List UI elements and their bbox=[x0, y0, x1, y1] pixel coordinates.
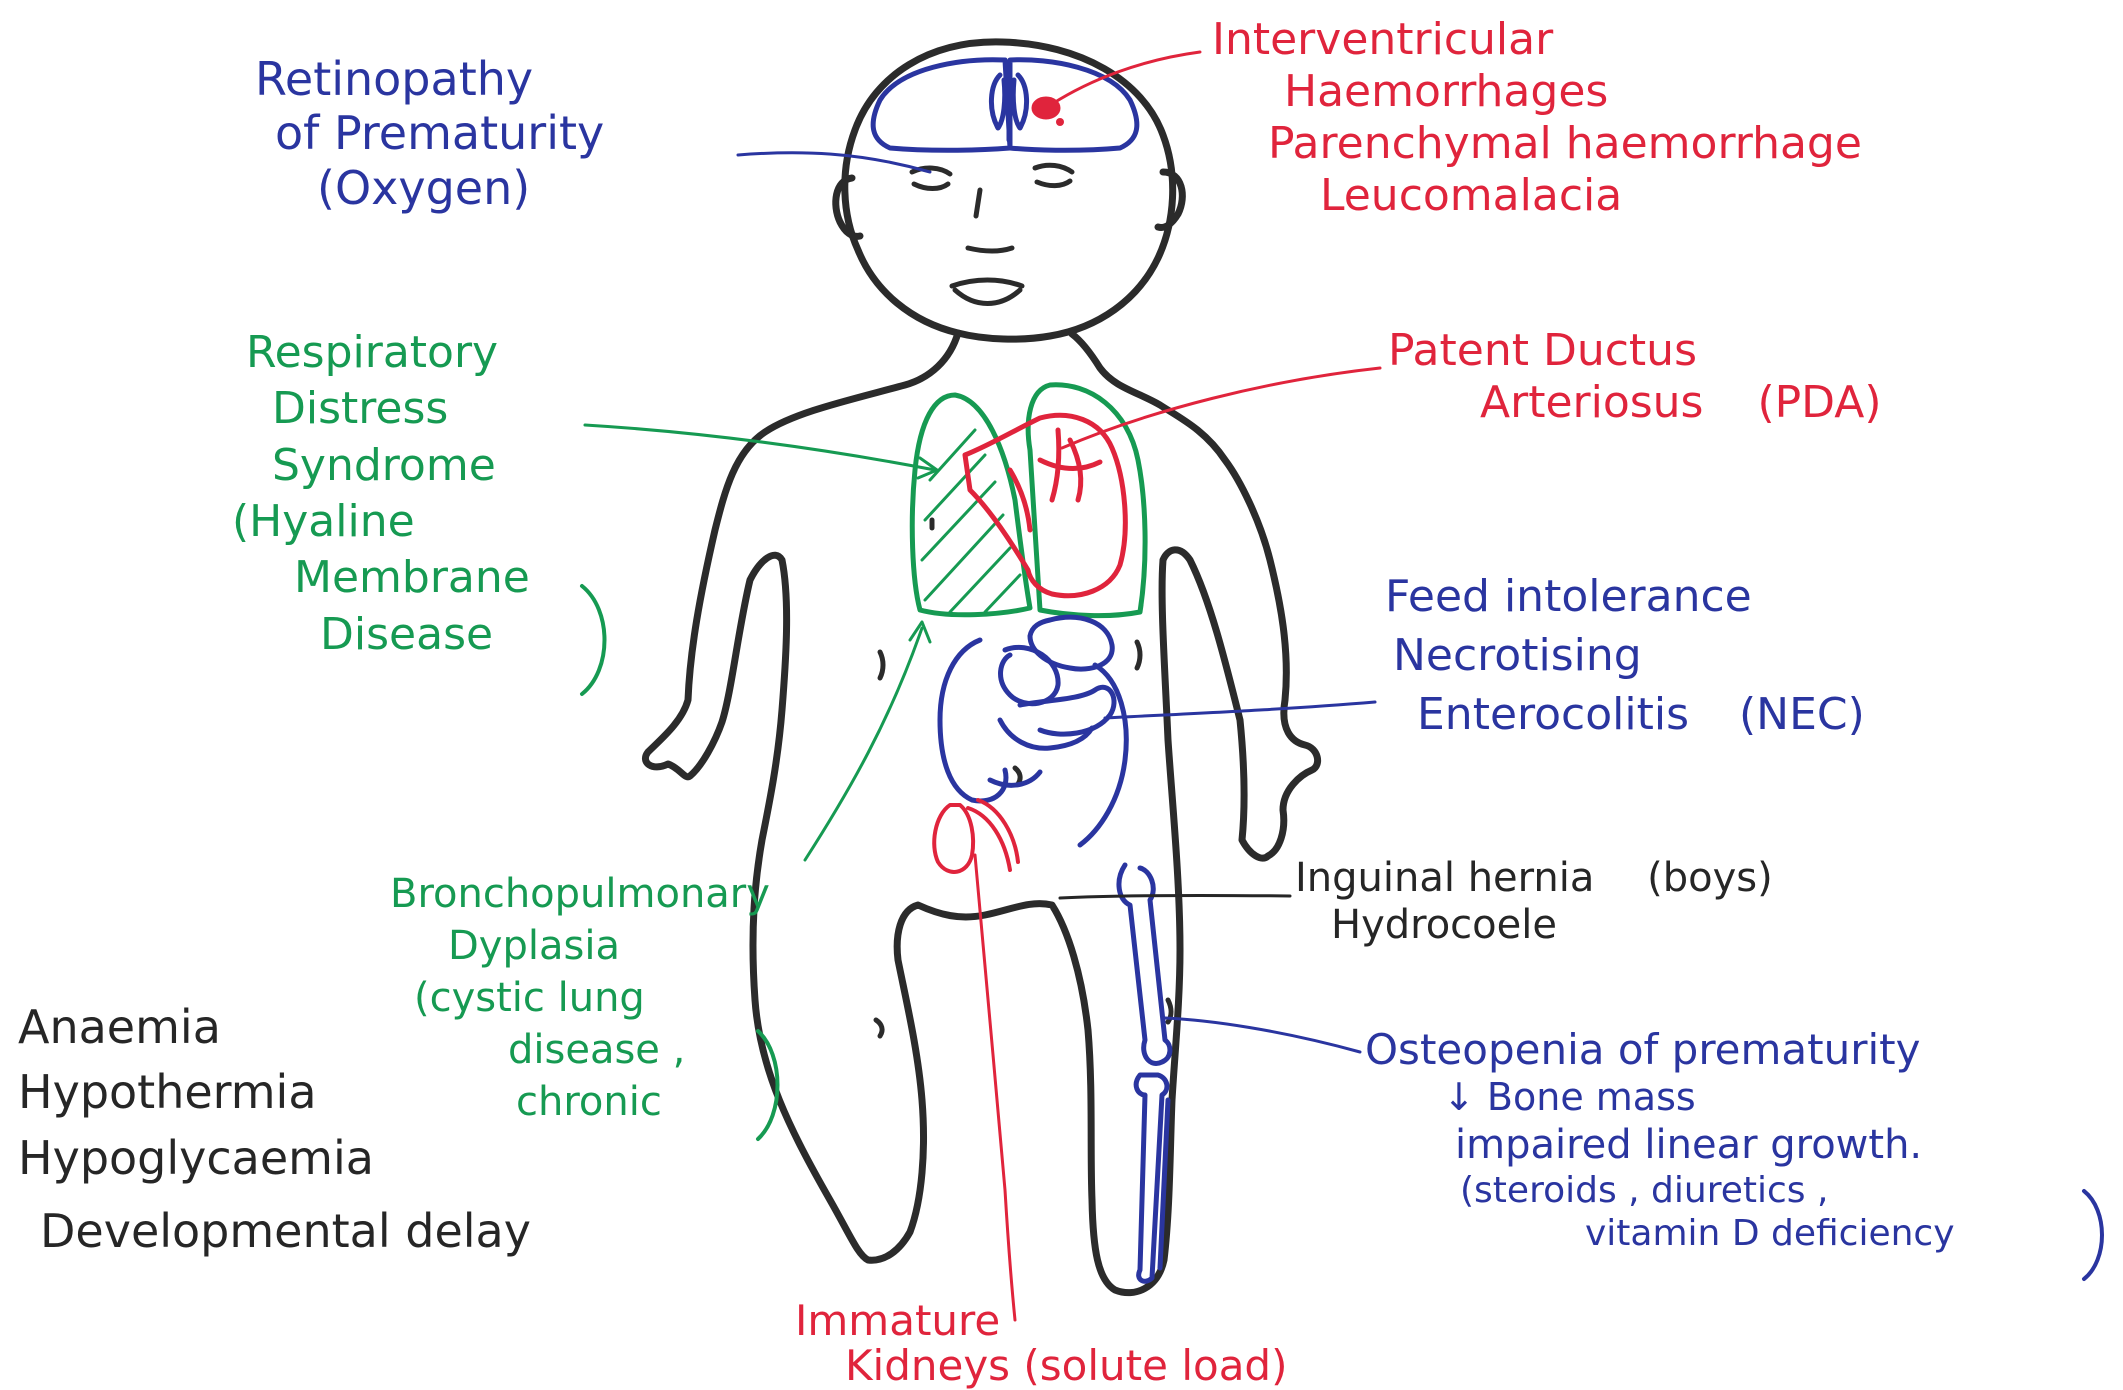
rds-bracket bbox=[572, 580, 632, 700]
hernia-label: Inguinal hernia (boys) Hydrocoele bbox=[1295, 855, 1773, 949]
osteopenia-bracket bbox=[2078, 1185, 2118, 1285]
osteopenia-line-4: (steroids , diuretics , bbox=[1365, 1169, 1955, 1212]
arm-fold-right bbox=[1137, 642, 1140, 668]
pda-abbr: (PDA) bbox=[1717, 377, 1881, 428]
heart-vessel-3 bbox=[1040, 460, 1100, 469]
kidneys-label: Immature Kidneys (solute load) bbox=[795, 1298, 1287, 1389]
nec-line-2: Necrotising bbox=[1385, 627, 1865, 686]
kidney-outline bbox=[934, 805, 973, 872]
mouth-lower bbox=[955, 290, 1020, 304]
rds-line-3: Syndrome bbox=[232, 438, 530, 494]
rds-line-6: Disease bbox=[232, 607, 530, 663]
arm-fold-left bbox=[880, 652, 883, 678]
general-item-developmental-delay: Developmental delay bbox=[18, 1199, 531, 1264]
pda-label: Patent Ductus Arteriosus (PDA) bbox=[1388, 325, 1882, 429]
rds-line-2: Distress bbox=[232, 381, 530, 437]
bpd-bracket bbox=[750, 1025, 800, 1145]
leg-bones bbox=[1119, 865, 1170, 1281]
bpd-line-1: Bronchopulmonary bbox=[390, 868, 770, 920]
brain-left-ventricle bbox=[991, 75, 1004, 128]
rop-label: Retinopathy of Prematurity (Oxygen) bbox=[255, 52, 604, 215]
brain bbox=[873, 60, 1137, 151]
osteopenia-line-2: ↓ Bone mass bbox=[1365, 1075, 1955, 1121]
face bbox=[912, 165, 1072, 303]
haemorrhage-dot bbox=[1056, 118, 1064, 126]
bpd-line-2: Dyplasia bbox=[390, 920, 770, 972]
general-item-anaemia: Anaemia bbox=[18, 995, 531, 1060]
hernia-line-1: Inguinal hernia bbox=[1295, 855, 1594, 901]
hernia-leader bbox=[1060, 895, 1290, 898]
ivh-line-2: Haemorrhages bbox=[1212, 66, 1862, 118]
general-complications-list: Anaemia Hypothermia Hypoglycaemia Develo… bbox=[18, 995, 531, 1264]
rds-label: Respiratory Distress Syndrome (Hyaline M… bbox=[232, 325, 530, 663]
osteopenia-leader bbox=[1165, 1018, 1360, 1052]
kidneys-line-1: Immature bbox=[795, 1298, 1287, 1343]
kidney-leader bbox=[975, 855, 1015, 1320]
small-bowel-2 bbox=[1020, 687, 1114, 734]
nec-line-1: Feed intolerance bbox=[1385, 568, 1865, 627]
rop-line-1: Retinopathy bbox=[255, 52, 604, 106]
right-eye bbox=[1035, 165, 1072, 172]
rds-line-5: Membrane bbox=[232, 550, 530, 606]
hernia-note: (boys) bbox=[1607, 855, 1773, 901]
chin-mark bbox=[968, 248, 1012, 251]
right-eye-lid bbox=[1037, 181, 1070, 186]
general-item-hypoglycaemia: Hypoglycaemia bbox=[18, 1126, 531, 1191]
osteopenia-line-5: vitamin D deficiency bbox=[1365, 1212, 1955, 1255]
pda-line-2: Arteriosus bbox=[1480, 377, 1703, 428]
ivh-line-1: Interventricular bbox=[1212, 14, 1862, 66]
rop-leader bbox=[738, 153, 930, 172]
pda-line-2-row: Arteriosus (PDA) bbox=[1388, 377, 1882, 429]
osteopenia-line-3: impaired linear growth. bbox=[1365, 1121, 1955, 1169]
kidneys-line-2: Kidneys (solute load) bbox=[795, 1343, 1287, 1388]
mouth-upper bbox=[952, 280, 1022, 286]
intestines bbox=[940, 617, 1126, 845]
ivh-line-3: Parenchymal haemorrhage bbox=[1212, 118, 1862, 170]
ivh-line-4: Leucomalacia bbox=[1212, 170, 1862, 222]
bpd-leader bbox=[805, 628, 922, 860]
hernia-line-1-row: Inguinal hernia (boys) bbox=[1295, 855, 1773, 902]
hernia-line-2: Hydrocoele bbox=[1295, 902, 1773, 949]
osteopenia-line-1: Osteopenia of prematurity bbox=[1365, 1025, 1955, 1075]
nose bbox=[976, 190, 980, 216]
nec-label: Feed intolerance Necrotising Enterocolit… bbox=[1385, 568, 1865, 745]
leader-lines bbox=[585, 52, 1380, 1320]
nec-line-3: Enterocolitis bbox=[1417, 689, 1689, 740]
knee-fold-left bbox=[876, 1020, 882, 1036]
sigmoid bbox=[990, 772, 1040, 785]
osteopenia-label: Osteopenia of prematurity ↓ Bone mass im… bbox=[1365, 1025, 1955, 1255]
general-item-hypothermia: Hypothermia bbox=[18, 1060, 531, 1125]
colon bbox=[940, 640, 1006, 801]
rop-line-3: (Oxygen) bbox=[255, 161, 604, 215]
stomach bbox=[1030, 617, 1112, 669]
left-eye-lid bbox=[914, 184, 948, 189]
pda-line-1: Patent Ductus bbox=[1388, 325, 1882, 377]
brain-right-ventricle bbox=[1013, 75, 1026, 128]
rds-line-1: Respiratory bbox=[232, 325, 530, 381]
umbilicus-mark bbox=[1015, 768, 1020, 784]
small-bowel-1 bbox=[1001, 647, 1059, 703]
nec-abbr: (NEC) bbox=[1703, 689, 1865, 740]
ivh-label: Interventricular Haemorrhages Parenchyma… bbox=[1212, 14, 1862, 222]
rds-line-4: (Hyaline bbox=[232, 494, 530, 550]
nec-line-3-row: Enterocolitis (NEC) bbox=[1385, 686, 1865, 745]
rop-line-2: of Prematurity bbox=[255, 106, 604, 160]
